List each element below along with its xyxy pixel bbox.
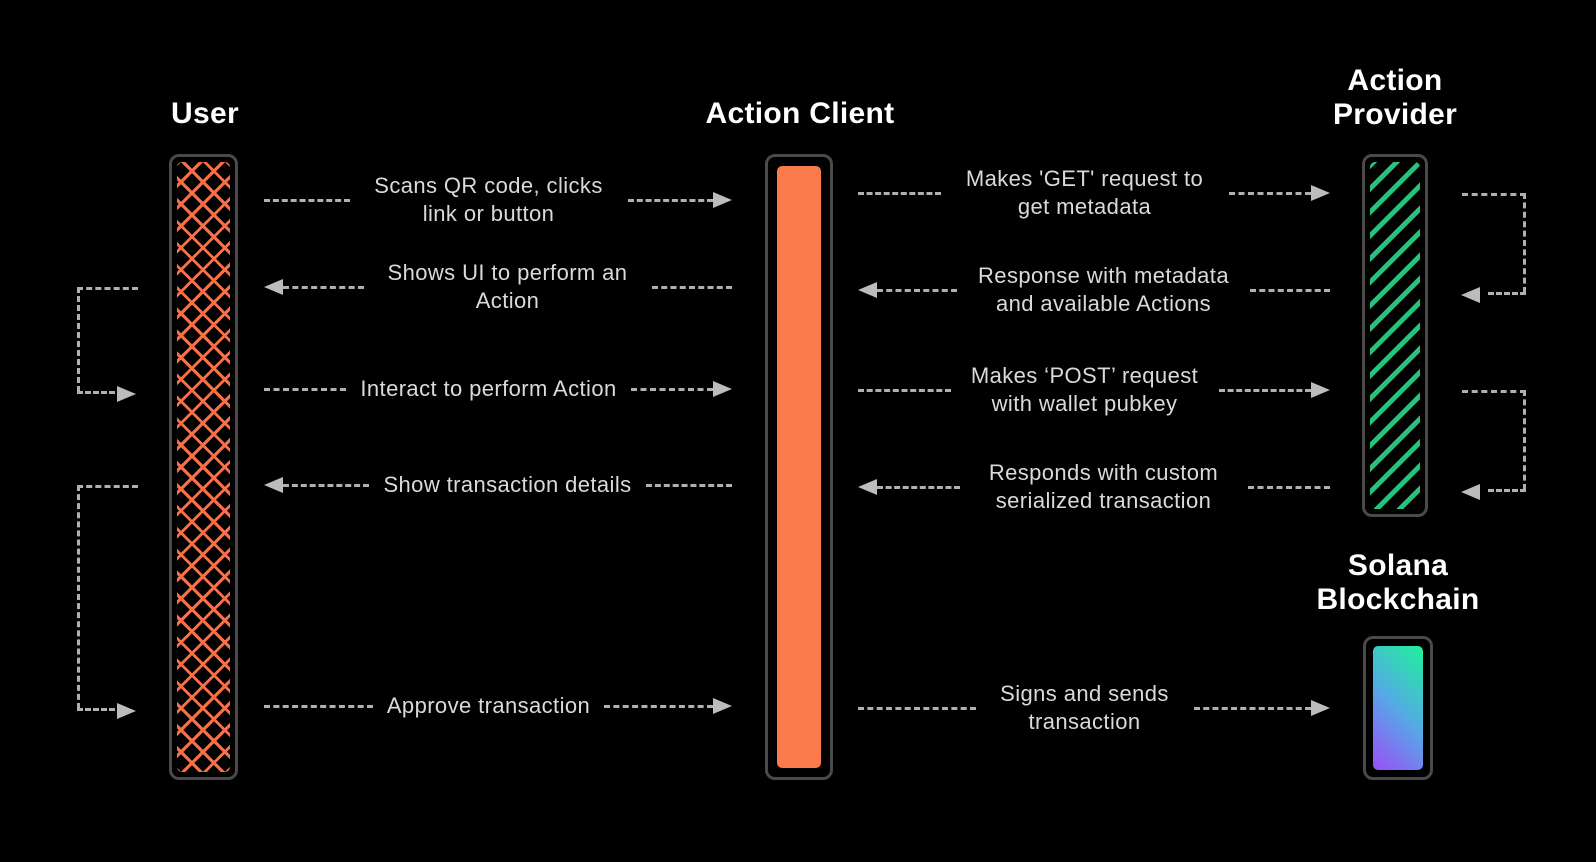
message-label: Approve transaction (386, 693, 591, 718)
message-label: Makes ‘POST’ request with wallet pubkey (970, 363, 1199, 416)
arrowhead-right-icon (713, 192, 732, 208)
arrowhead-right-icon (1311, 382, 1330, 398)
lifeline-action-provider (1362, 154, 1428, 517)
dashed-line (283, 285, 364, 289)
dashed-line (1228, 191, 1311, 195)
dashed-line (858, 706, 976, 710)
self-loop-action-provider-2 (1461, 390, 1526, 500)
actor-label-action-client: Action Client (705, 97, 895, 130)
solana-gradient-fill (1373, 646, 1423, 770)
message-row-shows-ui: Shows UI to perform an Action (264, 247, 732, 327)
user-lattice-pattern (177, 162, 230, 772)
dashed-line (283, 483, 370, 487)
lifeline-user (169, 154, 238, 780)
message-row-interact: Interact to perform Action (264, 349, 732, 429)
dashed-line (858, 191, 941, 195)
dashed-line (1488, 292, 1526, 295)
dashed-line (264, 704, 373, 708)
self-loop-user-2 (77, 485, 138, 719)
dashed-line (1218, 388, 1311, 392)
dashed-line (1193, 706, 1311, 710)
dashed-line (1250, 288, 1330, 292)
dashed-line (77, 708, 115, 711)
dashed-line (627, 198, 713, 202)
message-label: Interact to perform Action (360, 376, 617, 401)
action-client-fill (777, 166, 821, 768)
arrowhead-left-icon (858, 282, 877, 298)
message-label: Responds with custom serialized transact… (988, 460, 1219, 513)
lifeline-action-client (765, 154, 833, 780)
self-loop-user-1 (77, 287, 138, 402)
arrowhead-left-icon (858, 479, 877, 495)
dashed-line (877, 288, 957, 292)
message-row-serialized-transaction: Responds with custom serialized transact… (858, 447, 1330, 527)
dashed-line (264, 198, 350, 202)
dashed-line (630, 387, 713, 391)
message-label: Show transaction details (383, 472, 632, 497)
self-loop-action-provider-1 (1461, 193, 1526, 303)
message-row-scan-qr: Scans QR code, clicks link or button (264, 160, 732, 240)
actor-label-user: User (171, 97, 239, 130)
dashed-line (877, 485, 960, 489)
actor-label-solana-blockchain: Solana Blockchain (1316, 549, 1480, 616)
arrowhead-right-icon (713, 698, 732, 714)
message-label: Scans QR code, clicks link or button (374, 173, 603, 226)
dashed-line (264, 387, 347, 391)
arrowhead-left-icon (264, 279, 283, 295)
dashed-line (77, 391, 115, 394)
action-provider-stripes-pattern (1370, 162, 1420, 509)
message-label: Shows UI to perform an Action (387, 260, 628, 313)
message-label: Makes 'GET' request to get metadata (965, 166, 1204, 219)
message-row-signs-sends: Signs and sends transaction (858, 668, 1330, 748)
message-label: Response with metadata and available Act… (978, 263, 1229, 316)
dashed-line (651, 285, 732, 289)
message-row-get-request: Makes 'GET' request to get metadata (858, 153, 1330, 233)
arrowhead-left-icon (1461, 484, 1480, 500)
arrowhead-right-icon (117, 386, 136, 402)
arrowhead-right-icon (117, 703, 136, 719)
dashed-line (645, 483, 733, 487)
message-row-post-request: Makes ‘POST’ request with wallet pubkey (858, 350, 1330, 430)
dashed-line (1247, 485, 1330, 489)
dashed-line (1488, 489, 1526, 492)
actor-label-action-provider: Action Provider (1332, 64, 1458, 131)
arrowhead-right-icon (1311, 700, 1330, 716)
arrowhead-right-icon (713, 381, 732, 397)
message-label: Signs and sends transaction (1000, 681, 1169, 734)
dashed-line (604, 704, 713, 708)
message-row-show-details: Show transaction details (264, 445, 733, 525)
arrowhead-right-icon (1311, 185, 1330, 201)
message-row-approve: Approve transaction (264, 666, 732, 746)
arrowhead-left-icon (1461, 287, 1480, 303)
lifeline-solana-blockchain (1363, 636, 1433, 780)
arrowhead-left-icon (264, 477, 283, 493)
dashed-line (858, 388, 951, 392)
message-row-metadata-response: Response with metadata and available Act… (858, 250, 1330, 330)
